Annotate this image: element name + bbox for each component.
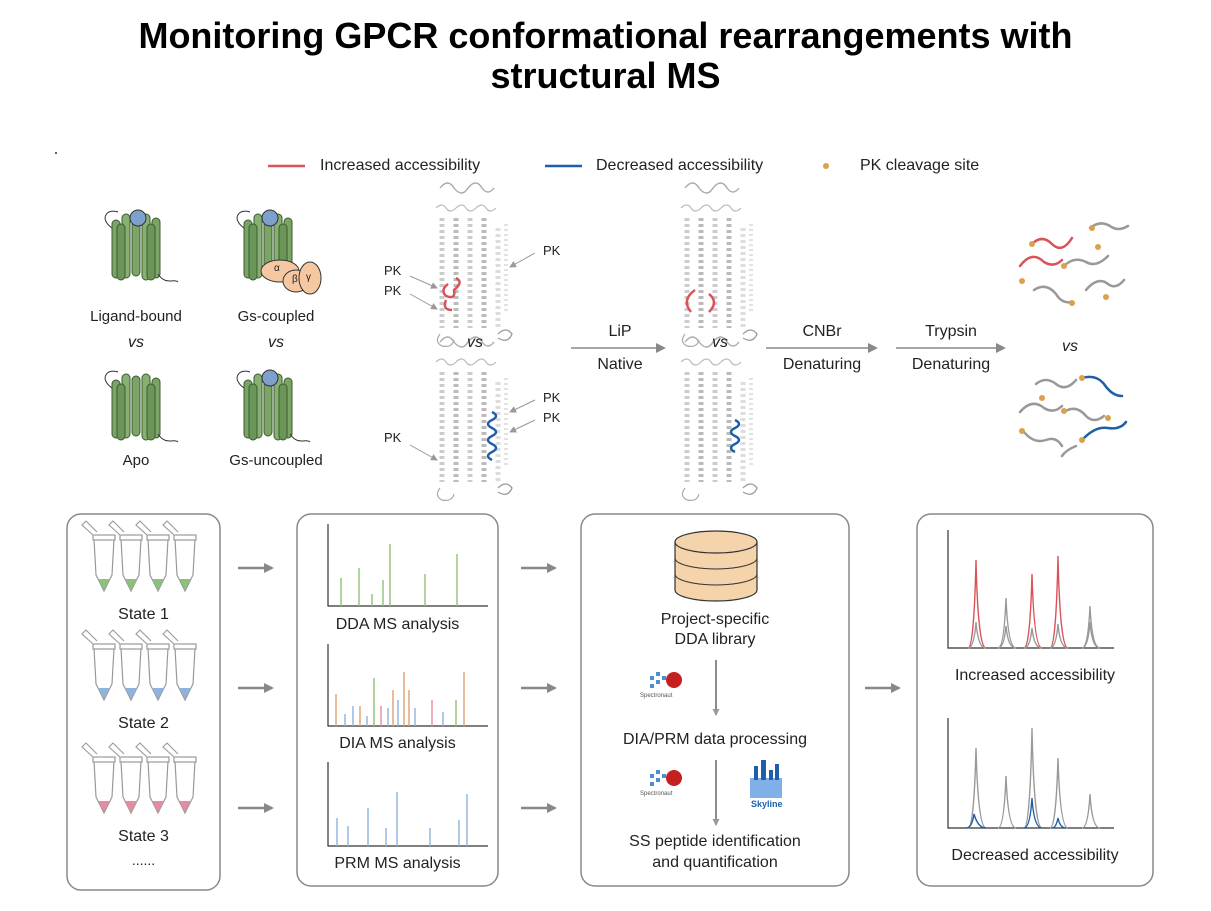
peptide-fragments-decreased xyxy=(1018,375,1128,458)
title-line-1: Monitoring GPCR conformational rearrange… xyxy=(138,15,1073,56)
processing-label: DIA/PRM data processing xyxy=(622,731,808,748)
more-states-label: ...... xyxy=(131,852,156,868)
dda-label: DDA MS analysis xyxy=(335,616,460,633)
ss-line-1: SS peptide identification xyxy=(629,833,801,850)
protein-structure-top-right xyxy=(681,183,757,346)
increased-chromatogram xyxy=(947,530,1114,649)
dia-spectrum xyxy=(327,644,488,727)
legend-pk-dot xyxy=(823,163,829,169)
gs-coupled-label: Gs-coupled xyxy=(237,308,315,325)
pk-pointers xyxy=(409,252,536,461)
apo-receptor xyxy=(104,370,179,443)
pk-label-4: PK xyxy=(543,390,561,405)
dda-spectrum xyxy=(327,524,488,607)
title-line-2: structural MS xyxy=(490,55,721,96)
state2-tubes xyxy=(82,630,196,700)
denaturing-label-1: Denaturing xyxy=(782,356,862,373)
library-line-1: Project-specific xyxy=(660,611,770,628)
prm-spectrum xyxy=(327,762,488,847)
legend xyxy=(268,163,829,169)
decreased-accessibility-label: Decreased accessibility xyxy=(951,847,1119,864)
protein-structure-top-left xyxy=(436,183,512,346)
denaturing-label-2: Denaturing xyxy=(911,356,991,373)
protein-structure-bottom-left xyxy=(436,337,512,500)
legend-decreased-label: Decreased accessibility xyxy=(596,157,764,174)
native-label: Native xyxy=(597,356,643,373)
gs-uncoupled-receptor xyxy=(236,369,311,443)
skyline-label: Skyline xyxy=(751,799,783,809)
legend-increased-label: Increased accessibility xyxy=(320,157,481,174)
data-processing-panel xyxy=(580,513,850,887)
database-icon xyxy=(674,530,758,602)
state2-label: State 2 xyxy=(118,715,169,732)
apo-label: Apo xyxy=(122,452,150,469)
pk-label-3: PK xyxy=(543,243,561,258)
panel-arrows xyxy=(238,563,901,813)
lip-label: LiP xyxy=(608,323,632,340)
pk-label-2: PK xyxy=(384,283,402,298)
state1-label: State 1 xyxy=(118,606,169,623)
states-panel xyxy=(66,513,221,891)
ligand-bound-label: Ligand-bound xyxy=(90,308,182,325)
vs-label-1: vs xyxy=(128,334,144,351)
cnbr-label: CNBr xyxy=(802,323,842,340)
gs-uncoupled-label: Gs-uncoupled xyxy=(229,452,323,469)
beta-label: β xyxy=(292,274,298,285)
pk-label-6: PK xyxy=(384,430,402,445)
ligand-bound-receptor xyxy=(104,209,179,283)
increased-accessibility-label: Increased accessibility xyxy=(954,667,1116,684)
state1-tubes xyxy=(82,521,196,591)
vs-label-3: vs xyxy=(467,334,483,351)
state3-label: State 3 xyxy=(118,828,169,845)
library-line-2: DDA library xyxy=(674,631,756,648)
vs-label-2: vs xyxy=(268,334,284,351)
gs-coupled-receptor xyxy=(236,209,322,295)
alpha-label: α xyxy=(274,263,280,274)
ms-analysis-panel xyxy=(296,513,499,887)
legend-pk-label: PK cleavage site xyxy=(860,157,980,174)
dia-label: DIA MS analysis xyxy=(339,735,456,752)
gamma-label: γ xyxy=(306,272,311,283)
decreased-chromatogram xyxy=(947,718,1114,829)
vs-label-4: vs xyxy=(712,334,728,351)
protein-structure-bottom-right xyxy=(681,337,757,500)
ss-line-2: and quantification xyxy=(652,854,778,871)
spectronaut-logo-1 xyxy=(650,672,682,688)
spectronaut-logo-2 xyxy=(650,770,682,786)
peptide-fragments-increased xyxy=(1018,222,1130,306)
pk-label-1: PK xyxy=(384,263,402,278)
page-title: Monitoring GPCR conformational rearrange… xyxy=(0,16,1211,96)
state3-tubes xyxy=(82,743,196,813)
vs-label-5: vs xyxy=(1062,338,1078,355)
spectronaut-label-2: Spectronaut xyxy=(640,791,673,797)
skyline-logo xyxy=(750,760,782,798)
spectronaut-label-1: Spectronaut xyxy=(640,693,673,699)
trypsin-label: Trypsin xyxy=(925,323,977,340)
results-panel xyxy=(916,513,1154,887)
prm-label: PRM MS analysis xyxy=(334,855,461,872)
pk-label-5: PK xyxy=(543,410,561,425)
